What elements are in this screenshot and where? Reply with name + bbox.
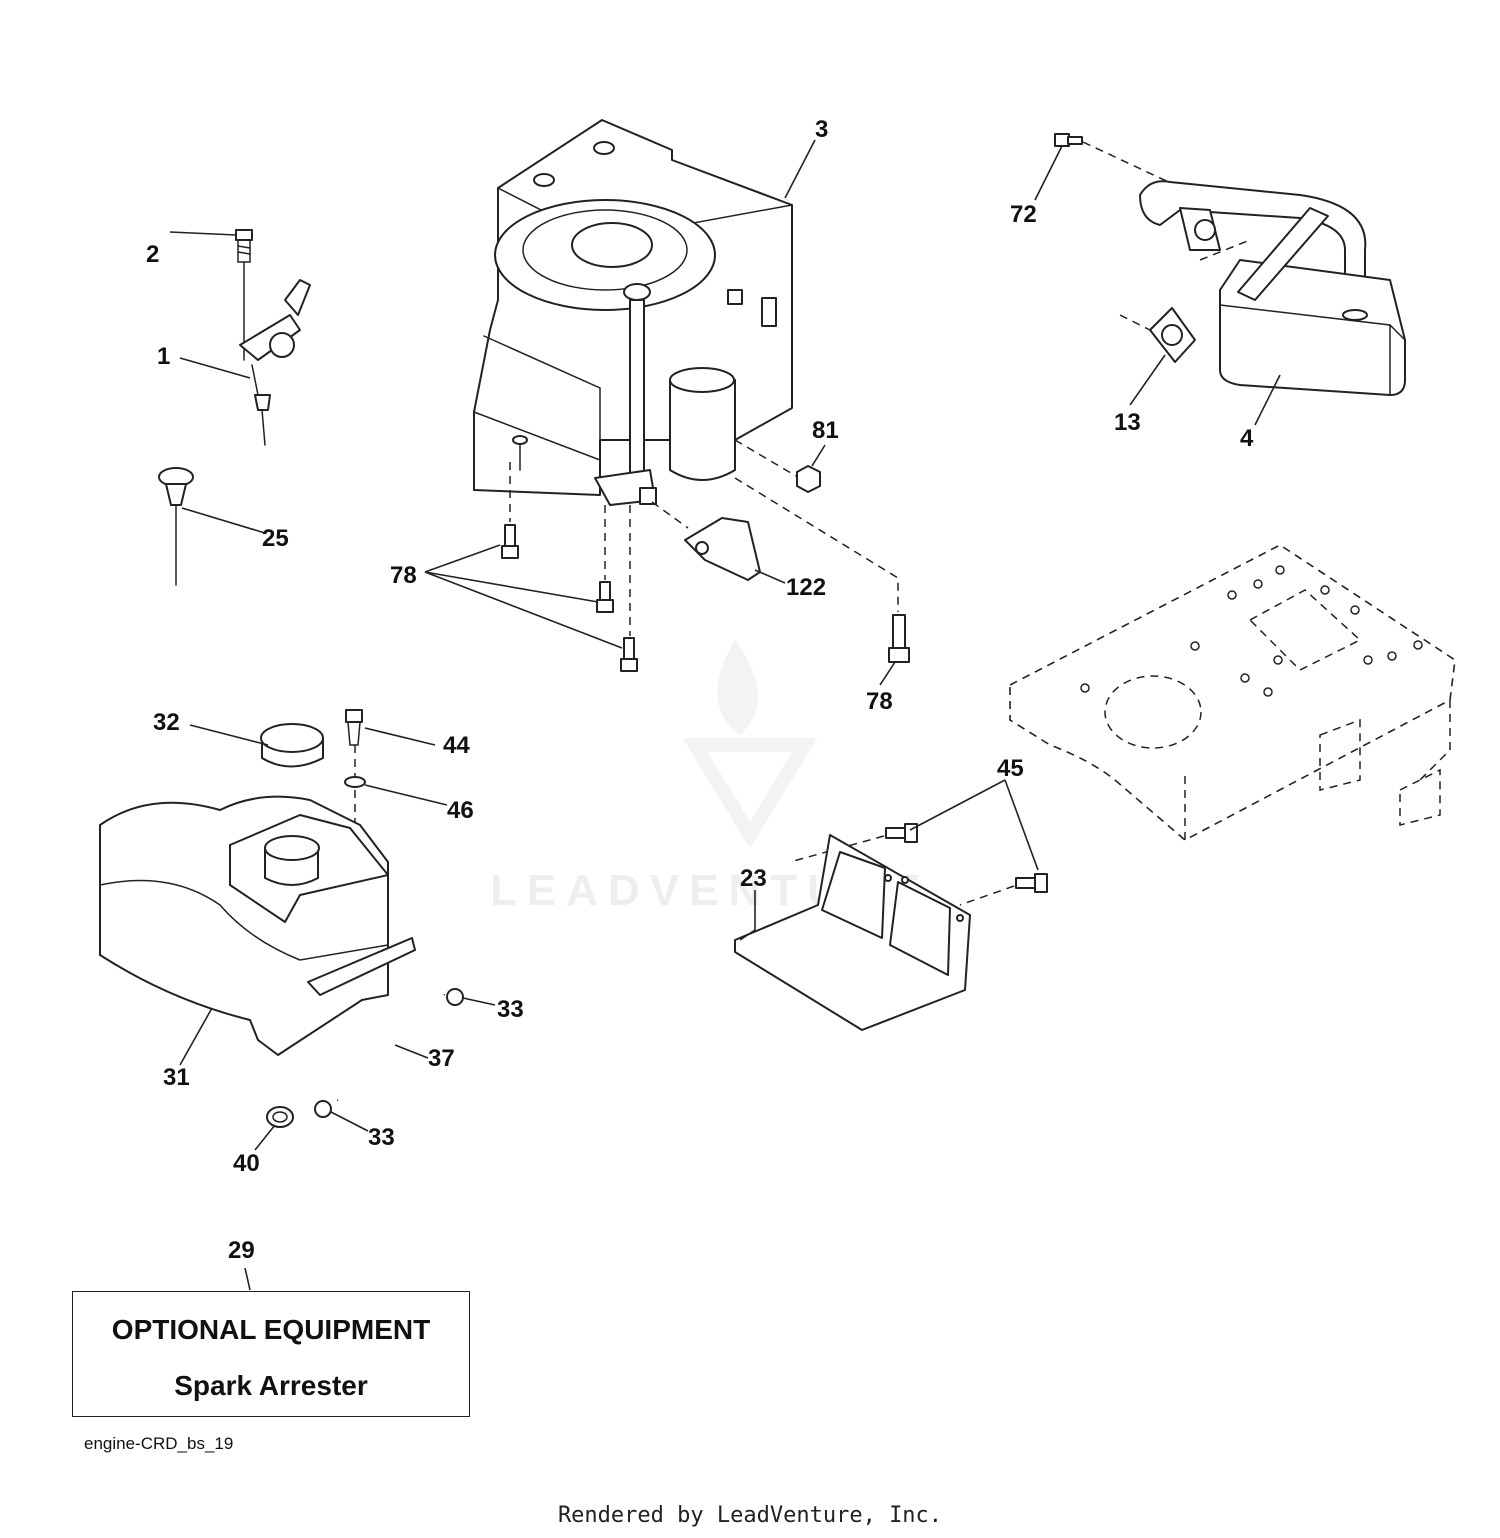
callout-33: 33 bbox=[497, 996, 524, 1023]
washer-46 bbox=[344, 776, 366, 788]
optional-equipment-title: OPTIONAL EQUIPMENT bbox=[111, 1314, 431, 1345]
callout-4: 4 bbox=[1240, 425, 1254, 452]
callout-81: 81 bbox=[812, 417, 839, 444]
callout-122: 122 bbox=[786, 574, 826, 601]
hose-clamp bbox=[314, 1100, 332, 1118]
render-credit: Rendered by LeadVenture, Inc. bbox=[557, 1503, 943, 1528]
engine-bolt bbox=[888, 614, 910, 663]
callout-2: 2 bbox=[146, 241, 159, 268]
bolt-72 bbox=[1054, 133, 1083, 147]
engine-bolt bbox=[620, 637, 638, 672]
nut bbox=[734, 439, 821, 493]
callout-46: 46 bbox=[447, 797, 474, 824]
fuel-tank bbox=[99, 795, 416, 1056]
throttle-control bbox=[239, 279, 311, 446]
callout-40: 40 bbox=[233, 1150, 260, 1177]
callout-1: 1 bbox=[157, 343, 170, 370]
bolt-45 bbox=[885, 823, 918, 843]
callout-31: 31 bbox=[163, 1064, 190, 1091]
optional-equipment-item: Spark Arrester bbox=[174, 1370, 368, 1401]
dipstick-shield bbox=[651, 501, 761, 581]
engine-bolt bbox=[501, 524, 519, 559]
heat-shield-plate bbox=[734, 834, 971, 1031]
callout-29: 29 bbox=[228, 1237, 255, 1264]
engine-assembly bbox=[473, 119, 793, 506]
fuel-cap bbox=[260, 723, 324, 768]
bolt-45 bbox=[1015, 873, 1048, 893]
gasket bbox=[1119, 239, 1251, 363]
callout-13: 13 bbox=[1114, 409, 1141, 436]
choke-knob bbox=[158, 467, 194, 586]
engine-bolt bbox=[596, 581, 614, 613]
callout-33: 33 bbox=[368, 1124, 395, 1151]
screw-44 bbox=[345, 709, 363, 746]
muffler bbox=[1219, 207, 1406, 396]
callout-78: 78 bbox=[390, 562, 417, 589]
grommet-40 bbox=[266, 1106, 294, 1128]
callout-37: 37 bbox=[428, 1045, 455, 1072]
diagram-code: engine-CRD_bs_19 bbox=[84, 1434, 234, 1453]
callout-45: 45 bbox=[997, 755, 1024, 782]
callout-32: 32 bbox=[153, 709, 180, 736]
fuel-line bbox=[336, 992, 446, 1102]
callout-78: 78 bbox=[866, 688, 893, 715]
callout-3: 3 bbox=[815, 116, 828, 143]
callout-25: 25 bbox=[262, 525, 289, 552]
leader-lines bbox=[169, 139, 1281, 1291]
frame-outline bbox=[1009, 544, 1456, 841]
callout-labels: 1 2 3 4 13 23 25 29 31 32 33 33 37 40 44… bbox=[146, 116, 1254, 1264]
callout-23: 23 bbox=[740, 865, 767, 892]
optional-equipment-box: OPTIONAL EQUIPMENT Spark Arrester bbox=[72, 1291, 470, 1417]
hose-clamp bbox=[446, 988, 464, 1006]
callout-44: 44 bbox=[443, 732, 470, 759]
callout-72: 72 bbox=[1010, 201, 1037, 228]
